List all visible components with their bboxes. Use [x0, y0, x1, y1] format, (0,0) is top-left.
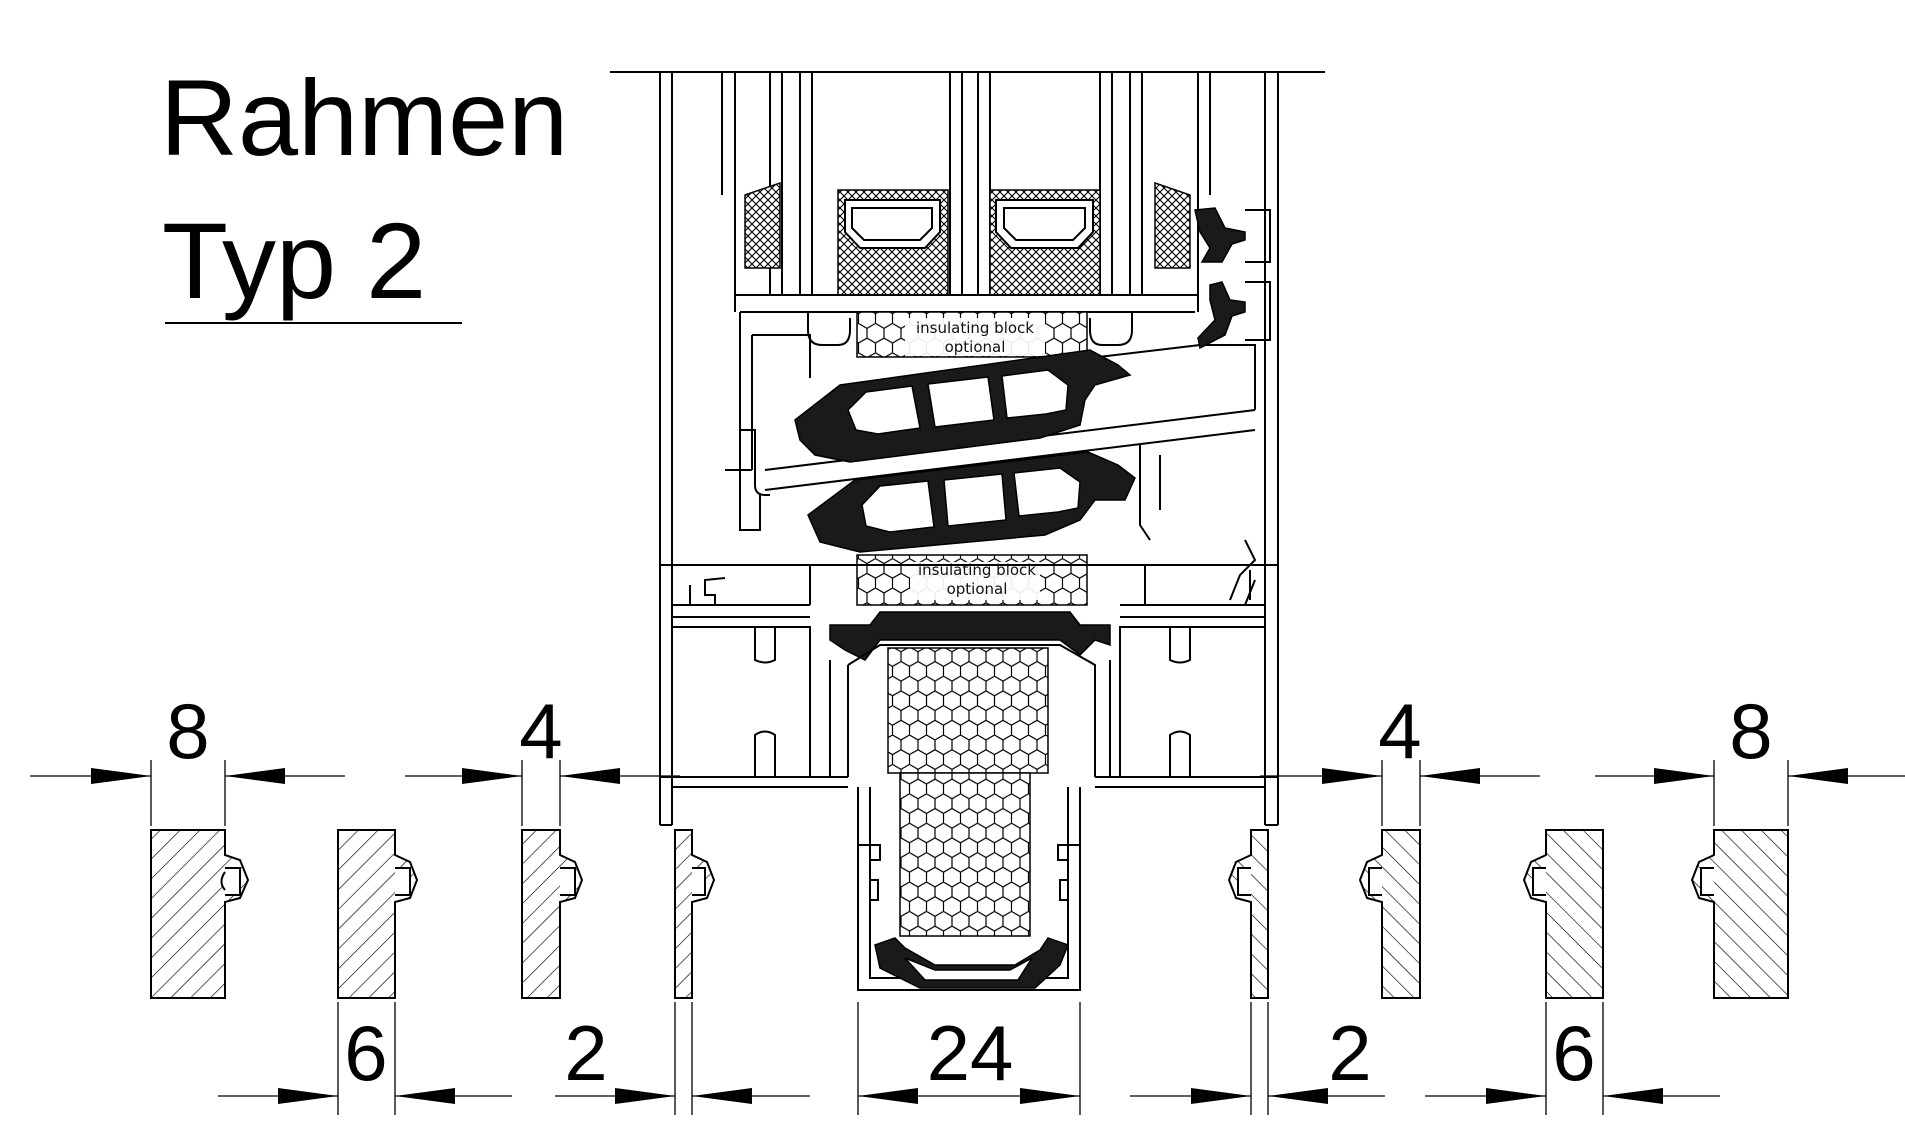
packer-8-right	[1690, 829, 1789, 999]
glass-spacers	[837, 189, 1101, 296]
packer-4-right	[1358, 829, 1421, 999]
dim-bottom-left-2: 2	[564, 1009, 607, 1097]
thermal-break-upper	[794, 349, 1132, 463]
packer-4-left	[521, 829, 584, 999]
packer-8-left	[150, 829, 250, 999]
glass-panes	[769, 72, 1143, 295]
insulating-note-top-line1: insulating block	[916, 319, 1034, 337]
glazing-seal-left	[744, 181, 781, 269]
dim-top-left-8: 8	[166, 687, 209, 775]
title-line-1: Rahmen	[160, 57, 568, 178]
dimension-labels: 8 4 4 8 6 2 24 2 6	[166, 687, 1772, 1097]
frame-profile: insulating block optional	[610, 71, 1325, 991]
dim-bottom-right-6: 6	[1552, 1009, 1595, 1097]
packer-2-right	[1227, 829, 1269, 999]
packer-plates	[150, 829, 1789, 999]
dim-top-right-8: 8	[1729, 687, 1772, 775]
thermal-break-lower	[807, 451, 1136, 553]
dimension-lines	[30, 760, 1905, 1115]
dim-bottom-left-6: 6	[344, 1009, 387, 1097]
insulating-note-bottom-line2: optional	[947, 580, 1008, 598]
frame-insulation-lower	[899, 772, 1031, 937]
weather-gaskets-right	[1194, 207, 1271, 350]
insulating-note-bottom-line1: insulating block	[918, 561, 1036, 579]
packer-6-right	[1522, 829, 1604, 999]
packer-2-left	[674, 829, 716, 999]
glazing-seal-right	[1154, 181, 1191, 269]
dim-bottom-right-2: 2	[1328, 1009, 1371, 1097]
dim-top-right-4: 4	[1378, 687, 1421, 775]
frame-gasket-upper	[829, 611, 1111, 661]
insulating-note-top-line2: optional	[945, 338, 1006, 356]
title-block: Rahmen Typ 2	[160, 57, 568, 324]
frame-insulation-upper	[887, 647, 1049, 774]
dim-bottom-center-24: 24	[927, 1009, 1014, 1097]
dim-top-left-4: 4	[519, 687, 562, 775]
packer-6-left	[337, 829, 419, 999]
title-line-2: Typ 2	[162, 200, 426, 321]
